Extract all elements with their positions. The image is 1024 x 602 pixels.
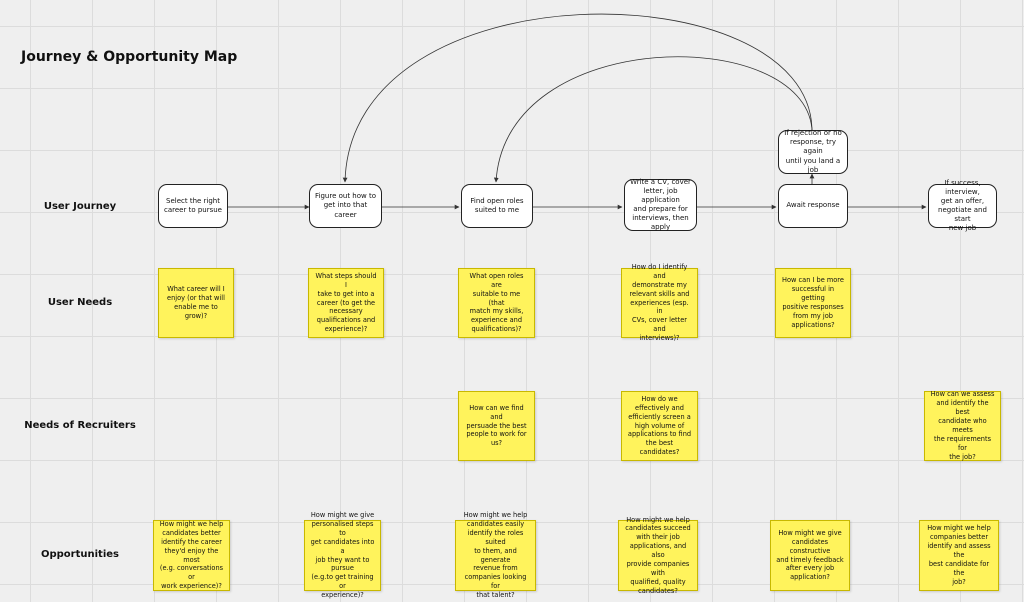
journey-step-find-roles[interactable]: Find open roles suited to me <box>461 184 533 228</box>
loop-arrow-to-find-roles <box>493 56 813 183</box>
row-label-recruiter-needs: Needs of Recruiters <box>24 420 136 431</box>
user-need-sticky-4[interactable]: How do I identify and demonstrate my rel… <box>621 263 698 342</box>
user-need-sticky-3[interactable]: What open roles are suitable to me (that… <box>458 268 535 338</box>
user-need-sticky-1[interactable]: What career will I enjoy (or that will e… <box>158 268 234 338</box>
journey-step-figure-out[interactable]: Figure out how to get into that career <box>309 184 382 228</box>
journey-step-select-career[interactable]: Select the right career to pursue <box>158 184 228 228</box>
opportunity-sticky-2[interactable]: How might we give personalised steps to … <box>304 511 381 599</box>
page-title: Journey & Opportunity Map <box>21 49 238 65</box>
opportunity-sticky-1[interactable]: How might we help candidates better iden… <box>153 520 230 591</box>
recruiter-need-sticky-2[interactable]: How do we effectively and efficiently sc… <box>621 391 698 461</box>
row-label-user-needs: User Needs <box>47 297 113 308</box>
opportunity-sticky-4[interactable]: How might we help candidates succeed wit… <box>618 516 698 595</box>
opportunity-sticky-6[interactable]: How might we help companies better ident… <box>919 520 999 591</box>
recruiter-need-sticky-3[interactable]: How can we assess and identify the best … <box>924 390 1001 461</box>
user-need-sticky-2[interactable]: What steps should I take to get into a c… <box>308 268 384 338</box>
loop-arrow-to-figure-out <box>342 13 813 183</box>
row-label-user-journey: User Journey <box>43 201 117 212</box>
opportunity-sticky-5[interactable]: How might we give candidates constructiv… <box>770 520 850 591</box>
journey-step-retry[interactable]: If rejection or no response, try again u… <box>778 129 848 174</box>
journey-step-await-response[interactable]: Await response <box>778 184 848 228</box>
recruiter-need-sticky-1[interactable]: How can we find and persuade the best pe… <box>458 391 535 461</box>
row-label-opportunities: Opportunities <box>40 549 119 560</box>
journey-step-success[interactable]: If success, interview, get an offer, neg… <box>928 179 997 232</box>
user-need-sticky-5[interactable]: How can I be more successful in getting … <box>775 268 851 338</box>
opportunity-sticky-3[interactable]: How might we help candidates easily iden… <box>455 511 536 599</box>
journey-step-apply[interactable]: Write a CV, cover letter, job applicatio… <box>624 178 697 231</box>
